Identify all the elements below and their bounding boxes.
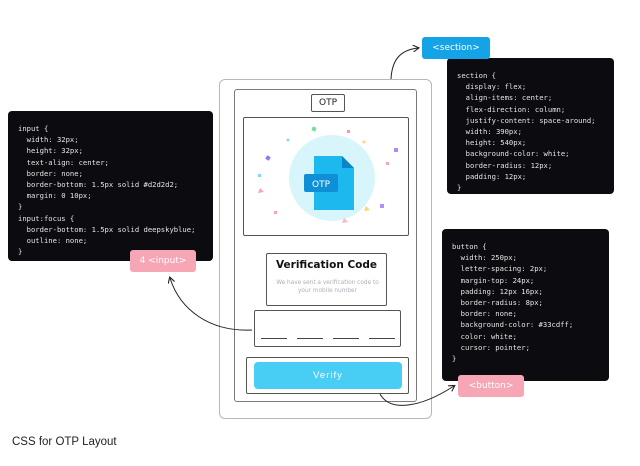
code-panel-button: button { width: 250px; letter-spacing: 2… (442, 229, 609, 381)
input-arrow (170, 278, 253, 331)
illustration-svg: OTP (258, 126, 398, 223)
otp-illustration: OTP (243, 117, 409, 236)
confetti-shape (265, 155, 271, 161)
button-tag: <button> (458, 375, 524, 397)
otp-badge-label: OTP (312, 180, 331, 190)
code-panel-section: section { display: flex; align-items: ce… (447, 58, 614, 194)
document-fold-icon (342, 156, 354, 168)
verification-subtitle: We have sent a verification code to your… (276, 280, 379, 294)
confetti-shape (362, 140, 366, 144)
otp-inputs-group (254, 310, 401, 347)
verification-code-text-box: Verification Code We have sent a verific… (266, 253, 387, 306)
confetti-shape (347, 130, 350, 133)
confetti-shape (258, 188, 264, 193)
section-arrow (390, 48, 418, 80)
confetti-shape (380, 204, 384, 208)
confetti-shape (342, 218, 348, 223)
verification-title: Verification Code (275, 259, 378, 271)
otp-badge (304, 174, 338, 192)
confetti-shape (311, 126, 317, 132)
otp-input-1[interactable] (261, 338, 287, 340)
confetti-shape (364, 206, 370, 211)
figure-caption: CSS for OTP Layout (12, 436, 117, 448)
otp-input-3[interactable] (333, 338, 359, 340)
code-panel-input: input { width: 32px; height: 32px; text-… (8, 111, 213, 261)
confetti-shape (274, 211, 277, 214)
confetti-shape (386, 162, 389, 165)
verify-button[interactable]: Verify (254, 362, 402, 389)
confetti-shape (394, 148, 398, 152)
confetti-shape (258, 174, 261, 177)
otp-input-4[interactable] (369, 338, 395, 340)
verify-button-outline: Verify (246, 357, 409, 394)
button-arrow (379, 386, 454, 406)
otp-input-2[interactable] (297, 338, 323, 340)
otp-heading: OTP (311, 94, 345, 112)
input-tag: 4 <input> (130, 250, 196, 272)
confetti-shape (286, 138, 290, 142)
section-tag: <section> (422, 37, 490, 59)
